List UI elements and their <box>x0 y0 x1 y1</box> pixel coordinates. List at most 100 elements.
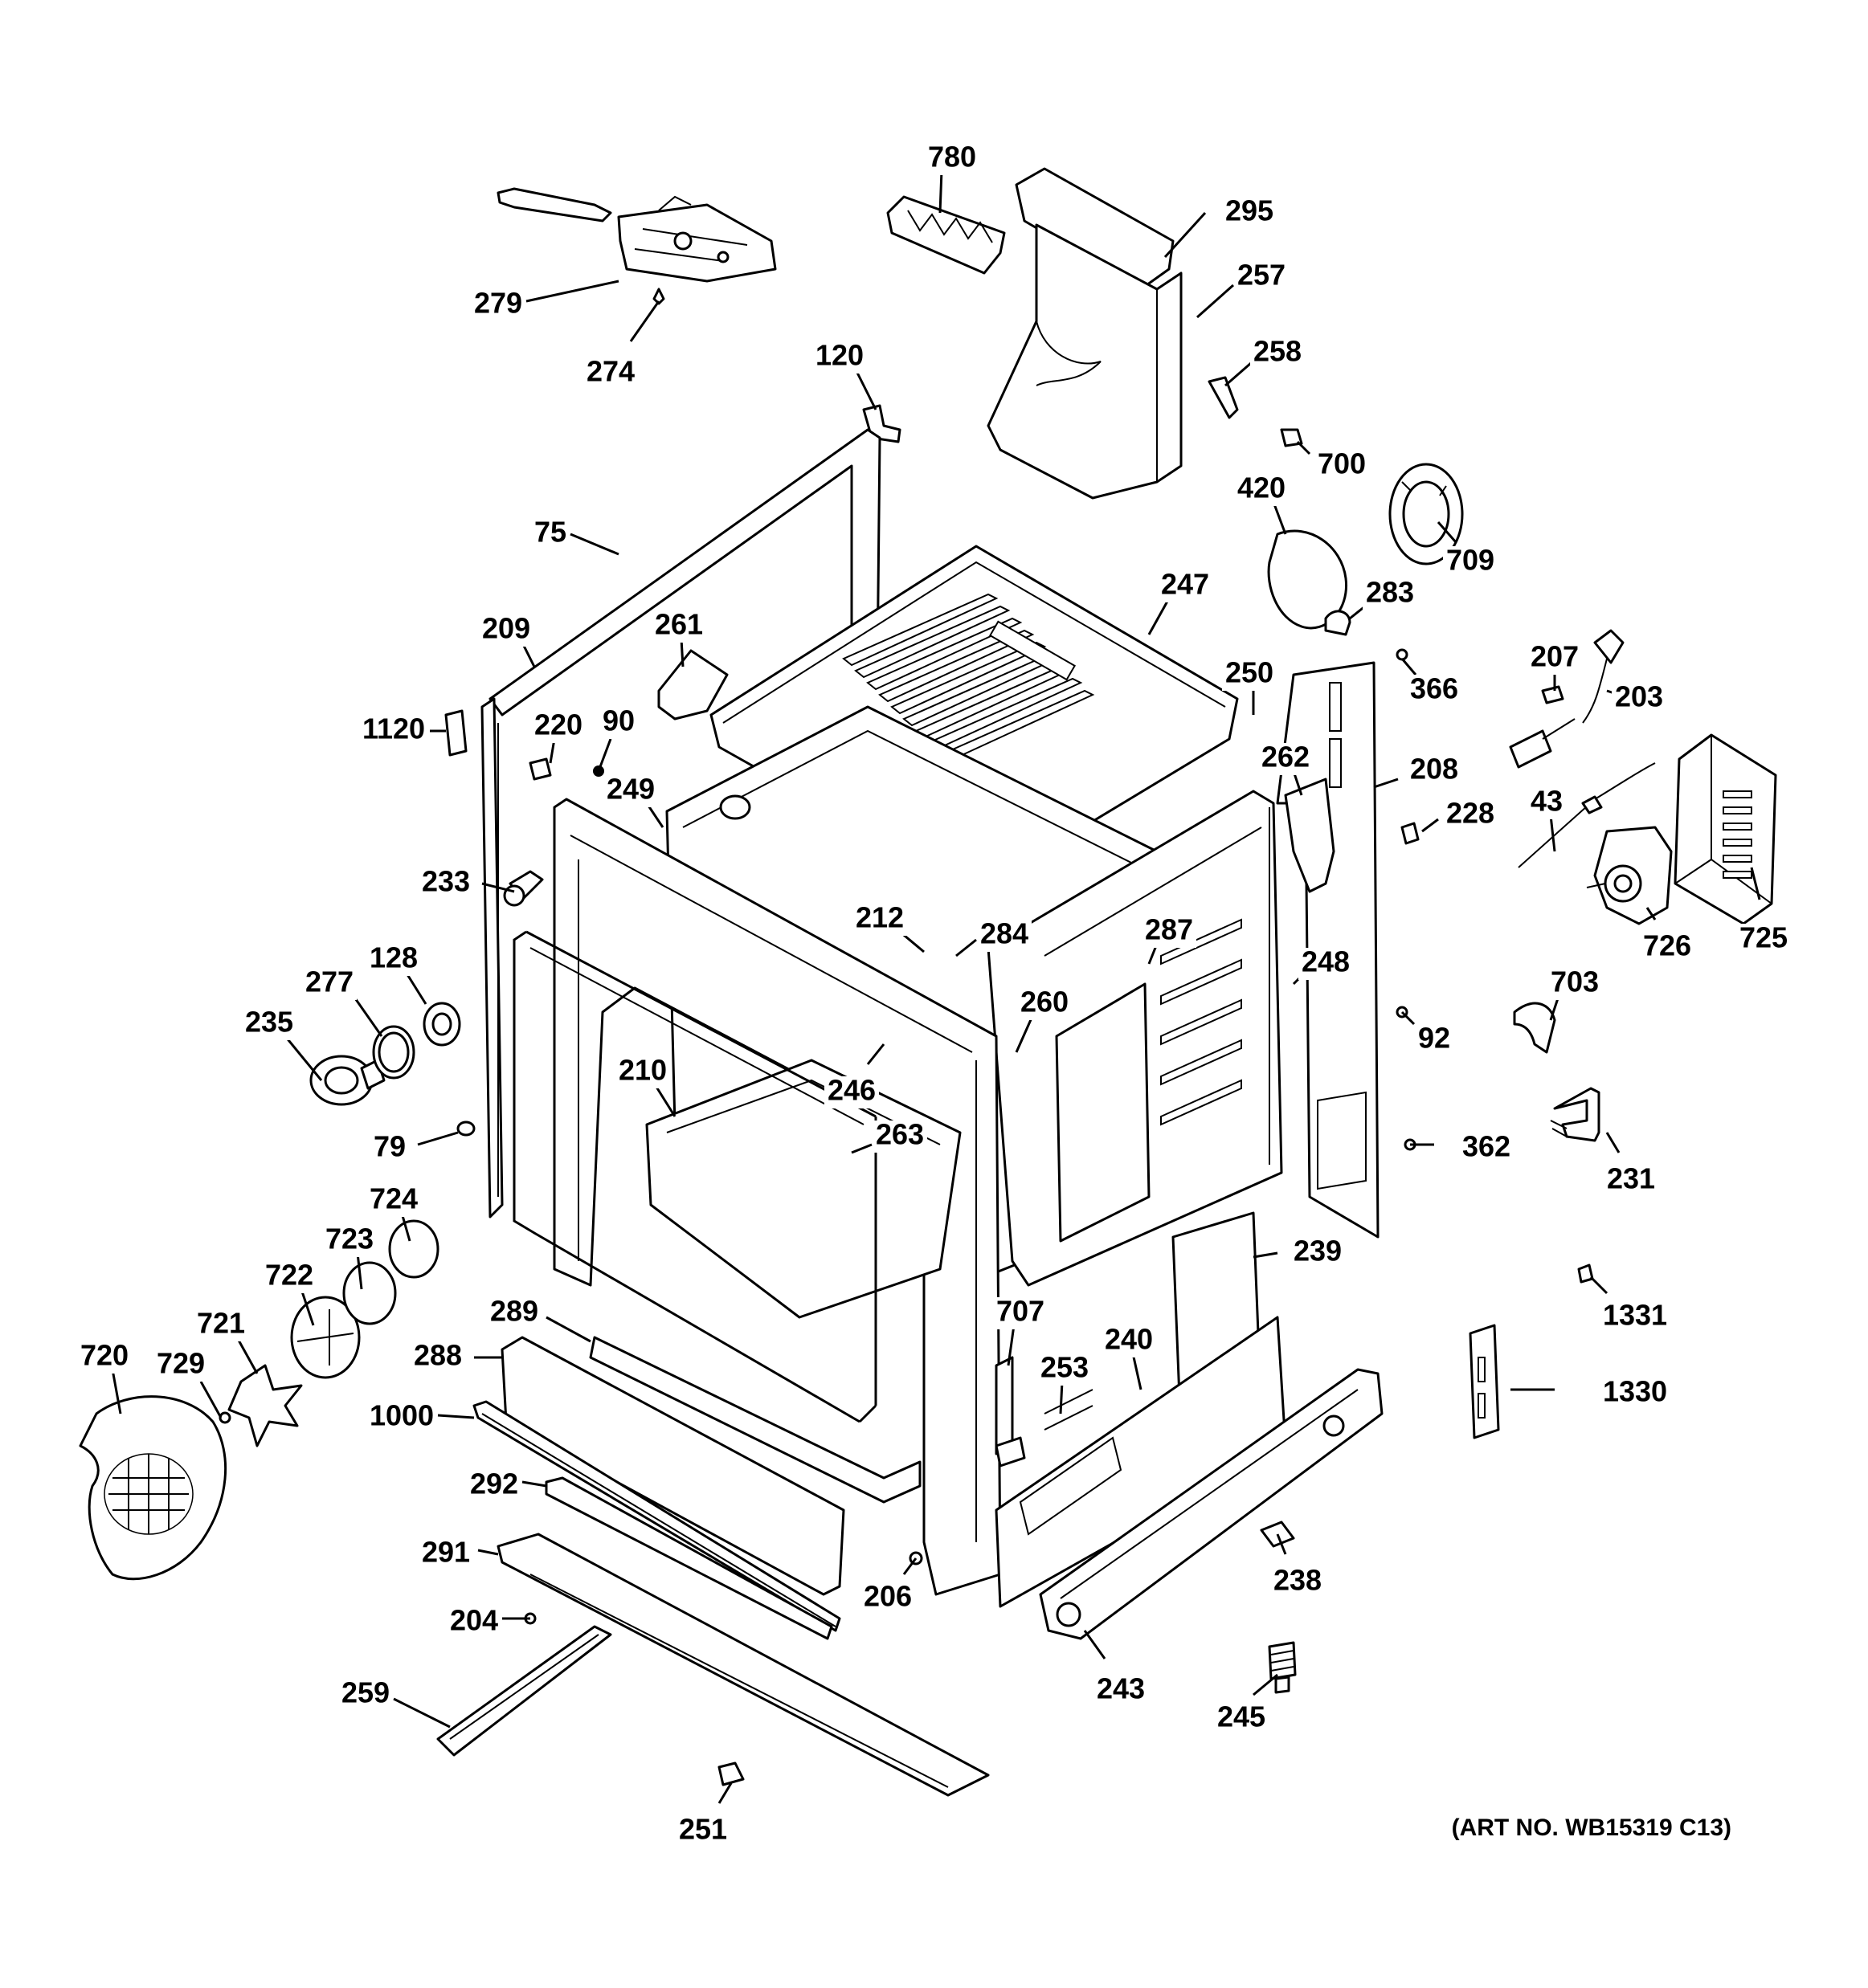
callout-leader-line <box>854 369 877 410</box>
callout-number: 284 <box>980 917 1028 950</box>
callout-number: 212 <box>856 901 904 934</box>
callout-number: 209 <box>482 612 530 645</box>
callout-label-background <box>1270 1566 1325 1598</box>
callout-label-background <box>1290 1237 1345 1269</box>
callout-number: 128 <box>370 941 418 974</box>
callout-leader-line <box>525 280 619 303</box>
callout-number: 260 <box>1020 986 1069 1018</box>
callout-leader-line <box>1253 1673 1278 1696</box>
callout-number: 707 <box>996 1295 1044 1328</box>
callout-label-background <box>583 357 638 390</box>
callout-number: 231 <box>1607 1162 1655 1195</box>
callout-number: 92 <box>1418 1022 1450 1055</box>
callout-label-background <box>1250 337 1305 369</box>
callout-label-background <box>1612 683 1666 715</box>
callout-label-background <box>1604 1165 1658 1197</box>
callout-number: 726 <box>1643 929 1691 962</box>
callout-number: 79 <box>374 1130 406 1163</box>
callout-366: 366 <box>1400 658 1461 707</box>
callout-number: 703 <box>1551 965 1599 998</box>
callout-leader-line <box>629 300 660 342</box>
bottom-clip-part <box>717 1761 745 1786</box>
callout-288: 288 <box>411 1339 502 1374</box>
callout-420: 420 <box>1234 471 1289 535</box>
callout-label-background <box>652 610 706 643</box>
callout-number: 720 <box>80 1339 129 1372</box>
callout-leader-line <box>1373 778 1399 789</box>
callout-703: 703 <box>1547 965 1602 1021</box>
callout-label-background <box>487 1297 542 1329</box>
callout-label-background <box>852 904 907 936</box>
callout-295: 295 <box>1163 194 1277 259</box>
callout-label-background <box>194 1309 248 1341</box>
callout-label-background <box>812 341 867 374</box>
callout-number: 292 <box>470 1468 518 1500</box>
callout-number: 206 <box>864 1580 912 1613</box>
callout-245: 245 <box>1214 1673 1278 1735</box>
callout-leader-line <box>546 1316 591 1343</box>
callout-208: 208 <box>1373 753 1461 789</box>
callout-number: 247 <box>1161 568 1209 601</box>
callout-leader-line <box>653 1084 676 1117</box>
callout-number: 261 <box>655 608 703 641</box>
callout-726: 726 <box>1640 907 1694 964</box>
callout-292: 292 <box>467 1468 547 1502</box>
insulation-piece-part <box>657 649 729 720</box>
callout-number: 228 <box>1446 797 1494 830</box>
callout-239: 239 <box>1253 1235 1345 1269</box>
callout-leader-line <box>1750 867 1761 900</box>
callout-number: 729 <box>157 1347 205 1380</box>
callout-274: 274 <box>583 300 660 390</box>
callout-number: 709 <box>1446 544 1494 577</box>
callout-label-background <box>1600 1378 1670 1410</box>
callout-231: 231 <box>1604 1132 1658 1197</box>
callout-220: 220 <box>531 708 586 764</box>
callout-number: 721 <box>197 1307 245 1340</box>
callout-721: 721 <box>194 1307 259 1374</box>
callout-number: 700 <box>1318 447 1366 480</box>
callout-leader-line <box>111 1369 122 1414</box>
callout-leader-line <box>1147 598 1171 635</box>
callout-leader-line <box>417 1131 459 1146</box>
callout-number: 43 <box>1531 785 1563 818</box>
callout-number: 240 <box>1105 1323 1153 1356</box>
hinge-lever-part <box>497 187 777 305</box>
callout-label-background <box>366 1185 421 1217</box>
callout-253: 253 <box>1037 1351 1092 1414</box>
oven-front-frame-part <box>553 798 1002 1596</box>
control-box-part <box>1674 733 1777 925</box>
wiring-and-sensor-parts <box>1509 629 1656 868</box>
lower-rear-panel-parts <box>995 1211 1287 1608</box>
callout-label-background <box>366 1402 437 1434</box>
callout-724: 724 <box>366 1182 421 1242</box>
callout-leader-line <box>955 938 977 957</box>
callout-label-background <box>338 1679 393 1711</box>
callout-1000: 1000 <box>366 1399 475 1434</box>
callout-279: 279 <box>471 280 619 321</box>
callout-780: 780 <box>925 141 979 214</box>
callout-label-background <box>1017 988 1072 1020</box>
callout-label-background <box>419 867 473 900</box>
callout-number: 253 <box>1040 1351 1089 1384</box>
callout-90: 90 <box>597 704 638 772</box>
callout-label-background <box>302 968 357 1000</box>
callout-label-background <box>860 1582 915 1614</box>
callout-leader-line <box>1605 1132 1621 1153</box>
block-part <box>444 709 468 757</box>
callout-label-background <box>873 1121 927 1153</box>
oven-right-side-panel-part <box>987 790 1283 1287</box>
wire-clip-part <box>1324 610 1351 636</box>
callout-257: 257 <box>1196 259 1289 319</box>
callout-label-background <box>599 707 638 739</box>
callout-leader-line <box>902 1557 918 1575</box>
callout-number: 725 <box>1739 921 1788 954</box>
callout-label-background <box>1298 948 1353 980</box>
callout-number: 723 <box>325 1223 374 1255</box>
callout-label-background <box>1443 546 1498 578</box>
callout-249: 249 <box>603 773 664 828</box>
callout-leader-line <box>1007 1325 1016 1366</box>
callout-233: 233 <box>419 865 515 900</box>
callout-label-background <box>1102 1325 1156 1357</box>
callout-number: 289 <box>490 1295 538 1328</box>
